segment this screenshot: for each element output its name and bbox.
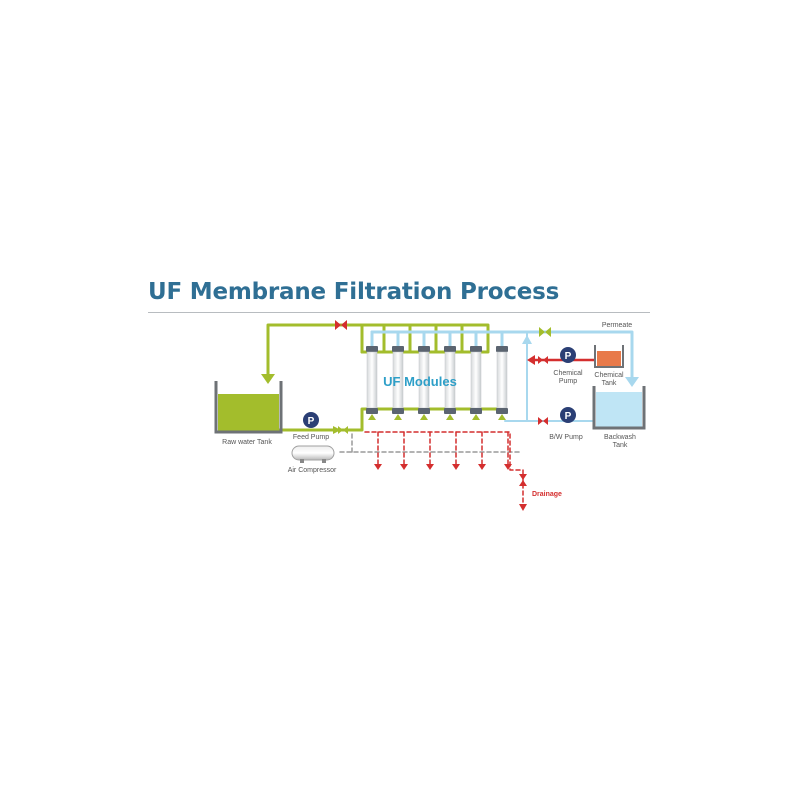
uf-module — [392, 346, 404, 414]
chemical-pump-label-line1: Chemical — [553, 370, 583, 377]
uf-module — [444, 346, 456, 414]
backwash-pump-icon: P — [560, 407, 576, 423]
drain-valve-icon — [519, 474, 527, 486]
feed-arrow — [261, 374, 275, 384]
backwash-valve-icon — [538, 417, 548, 425]
chemical-pump-symbol: P — [565, 351, 572, 362]
feed-pump-icon: P — [303, 412, 319, 428]
air-line — [339, 431, 521, 453]
drainage-label: Drainage — [532, 491, 562, 498]
drain-line — [364, 431, 524, 507]
uf-module — [366, 346, 378, 414]
chemical-tank-label-line2: Tank — [602, 380, 617, 387]
chemical-pump-label-line2: Pump — [559, 378, 577, 385]
title-divider — [148, 312, 650, 313]
feed-bypass-valve-icon — [335, 320, 347, 330]
chemical-tank-label-line1: Chemical — [594, 372, 624, 379]
chemical-arrow — [527, 355, 535, 365]
permeate-label: Permeate — [602, 322, 632, 329]
feed-arrow — [333, 426, 341, 434]
feed-pump-symbol: P — [308, 416, 315, 427]
chemical-valve-icon — [538, 356, 548, 364]
uf-modules-label: UF Modules — [383, 374, 457, 389]
drain-arrows — [374, 464, 527, 511]
chemical-pump-icon: P — [560, 347, 576, 363]
permeate-arrow — [522, 335, 532, 344]
diagram-title: UF Membrane Filtration Process — [148, 279, 560, 305]
backwash-tank-label-line1: Backwash — [604, 434, 636, 441]
uf-module — [470, 346, 482, 414]
uf-module — [496, 346, 508, 414]
chemical-tank — [594, 345, 624, 368]
bw-pump-label: B/W Pump — [549, 434, 583, 441]
uf-module-group — [366, 346, 508, 414]
permeate-valve-icon — [539, 327, 551, 337]
feed-pump-label: Feed Pump — [293, 434, 329, 441]
bw-pump-symbol: P — [565, 411, 572, 422]
backwash-tank-label-line2: Tank — [613, 442, 628, 449]
raw-water-tank — [214, 381, 283, 434]
raw-water-tank-label: Raw water Tank — [222, 439, 272, 446]
feed-valve-icon — [338, 426, 348, 434]
permeate-arrow — [625, 377, 639, 387]
uf-module — [418, 346, 430, 414]
air-compressor-icon — [291, 445, 335, 463]
air-compressor-label: Air Compressor — [288, 467, 337, 474]
module-inlet-arrows — [368, 414, 506, 420]
backwash-tank — [592, 386, 646, 430]
